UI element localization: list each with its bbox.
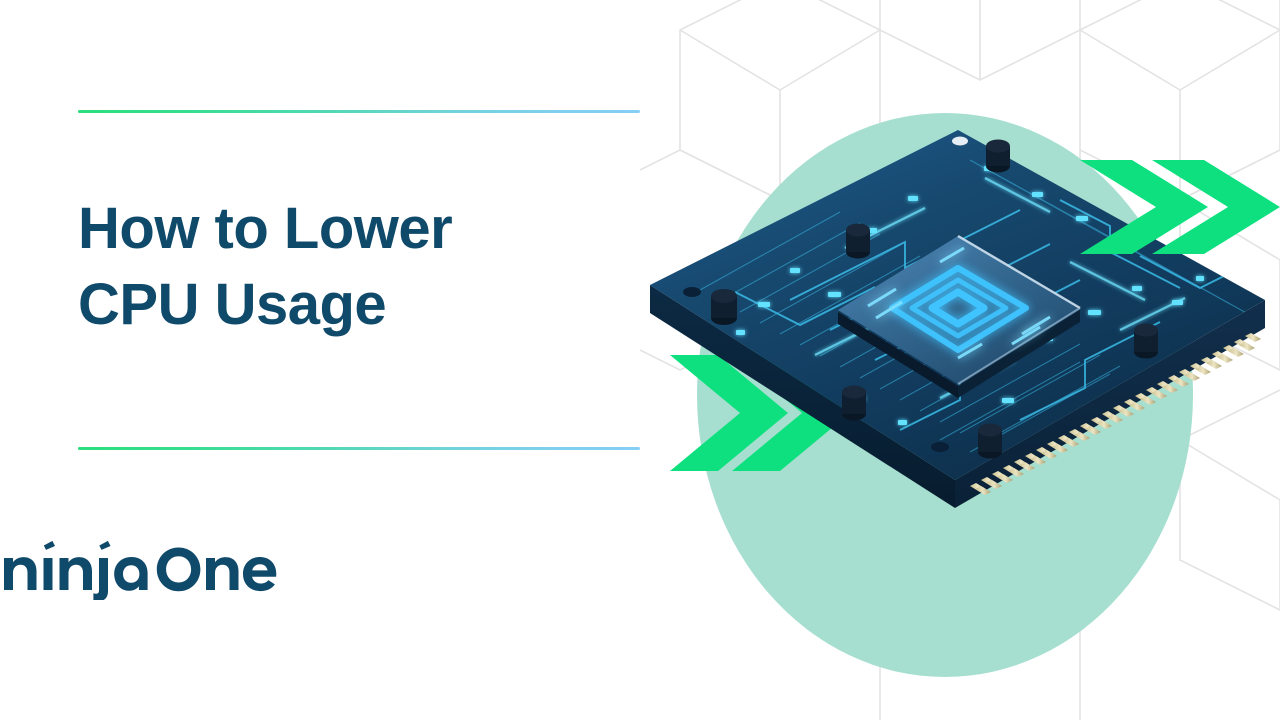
bottom-divider	[78, 447, 640, 450]
board-capacitors	[711, 139, 1158, 459]
board-connector-pins	[970, 333, 1261, 495]
left-text-column: How to Lower CPU Usage	[78, 0, 640, 720]
top-divider	[78, 110, 640, 113]
page-title-line-1: How to Lower	[78, 196, 453, 261]
circuit-board-image	[650, 130, 1265, 508]
board-mounting-hole	[683, 287, 701, 297]
chevron-right-icon	[1080, 160, 1280, 254]
page-title-line-2: CPU Usage	[78, 272, 387, 337]
board-mounting-hole	[952, 136, 968, 146]
board-body	[650, 130, 1265, 508]
cpu-chip	[838, 234, 1081, 398]
ninjaone-logo	[2, 538, 302, 600]
logo-wordmark-glyphs	[4, 540, 277, 600]
page-title: How to Lower CPU Usage	[78, 191, 638, 343]
board-mounting-hole	[931, 442, 949, 452]
hero-graphic	[640, 0, 1280, 720]
